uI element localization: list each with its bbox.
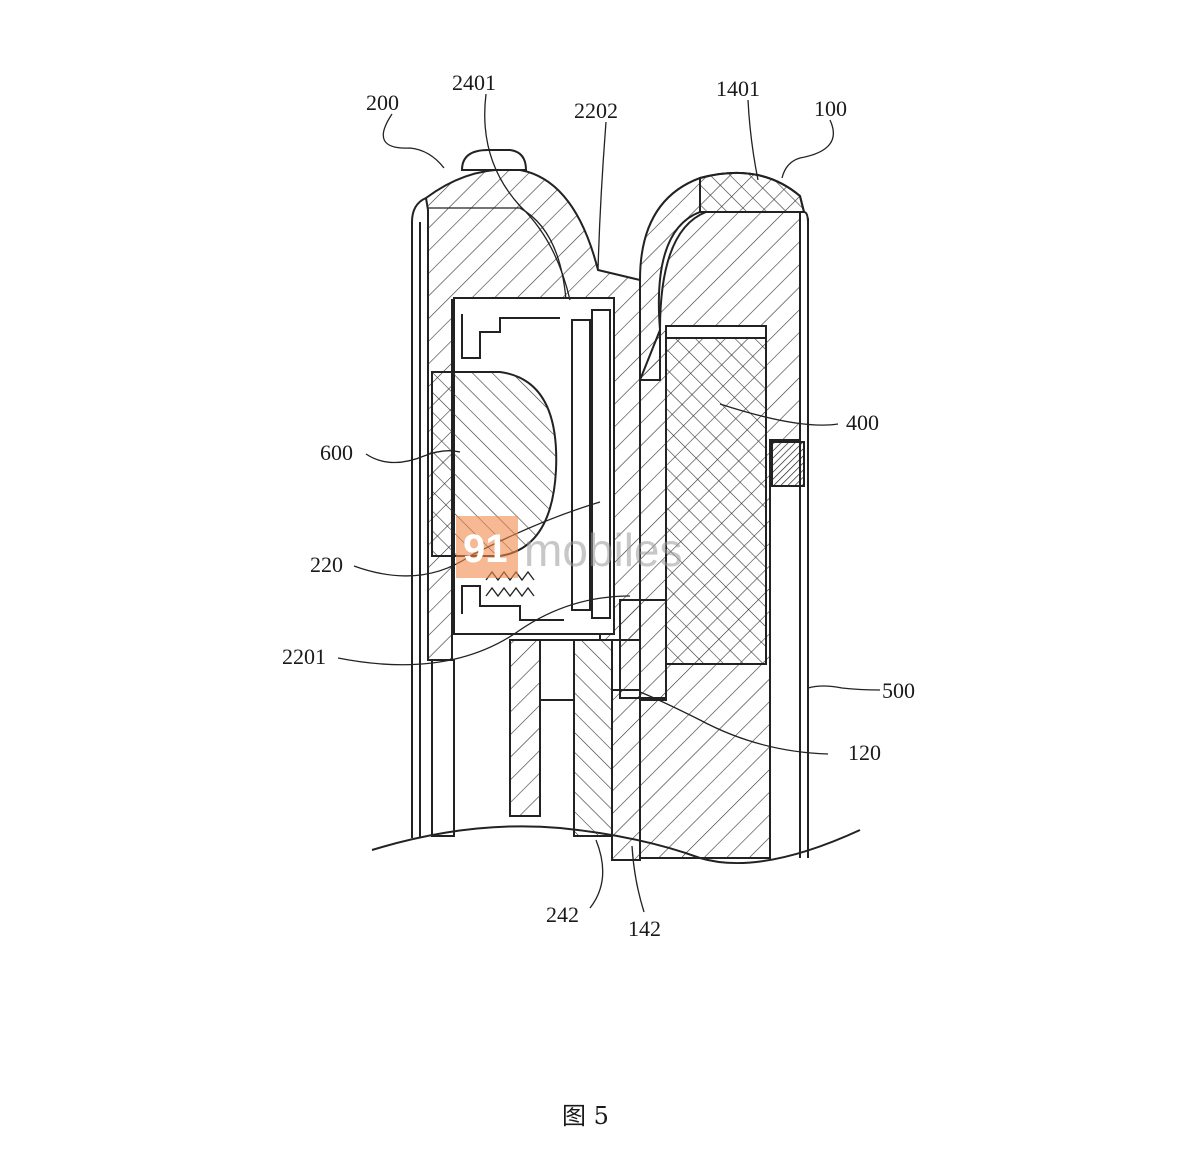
- label-120: 120: [848, 740, 881, 765]
- label-2201: 2201: [282, 644, 326, 669]
- label-400: 400: [846, 410, 879, 435]
- label-200: 200: [366, 90, 399, 115]
- battery-400: [666, 326, 766, 664]
- label-100: 100: [814, 96, 847, 121]
- watermark-text: mobiles: [524, 524, 683, 576]
- label-242: 242: [546, 902, 579, 927]
- label-500: 500: [882, 678, 915, 703]
- watermark-digits: 91: [463, 527, 508, 571]
- label-2202: 2202: [574, 98, 618, 123]
- device-200: [412, 150, 640, 838]
- part-1401: [700, 173, 804, 212]
- label-220: 220: [310, 552, 343, 577]
- label-142: 142: [628, 916, 661, 941]
- part-242: [574, 640, 612, 836]
- device-100: [612, 173, 808, 860]
- clip-120: [612, 690, 640, 860]
- label-1401: 1401: [716, 76, 760, 101]
- label-600: 600: [320, 440, 353, 465]
- top-button: [462, 150, 526, 170]
- label-2401: 2401: [452, 70, 496, 95]
- watermark: 91 mobiles: [456, 516, 683, 578]
- figure-caption: 图 5: [562, 1102, 609, 1130]
